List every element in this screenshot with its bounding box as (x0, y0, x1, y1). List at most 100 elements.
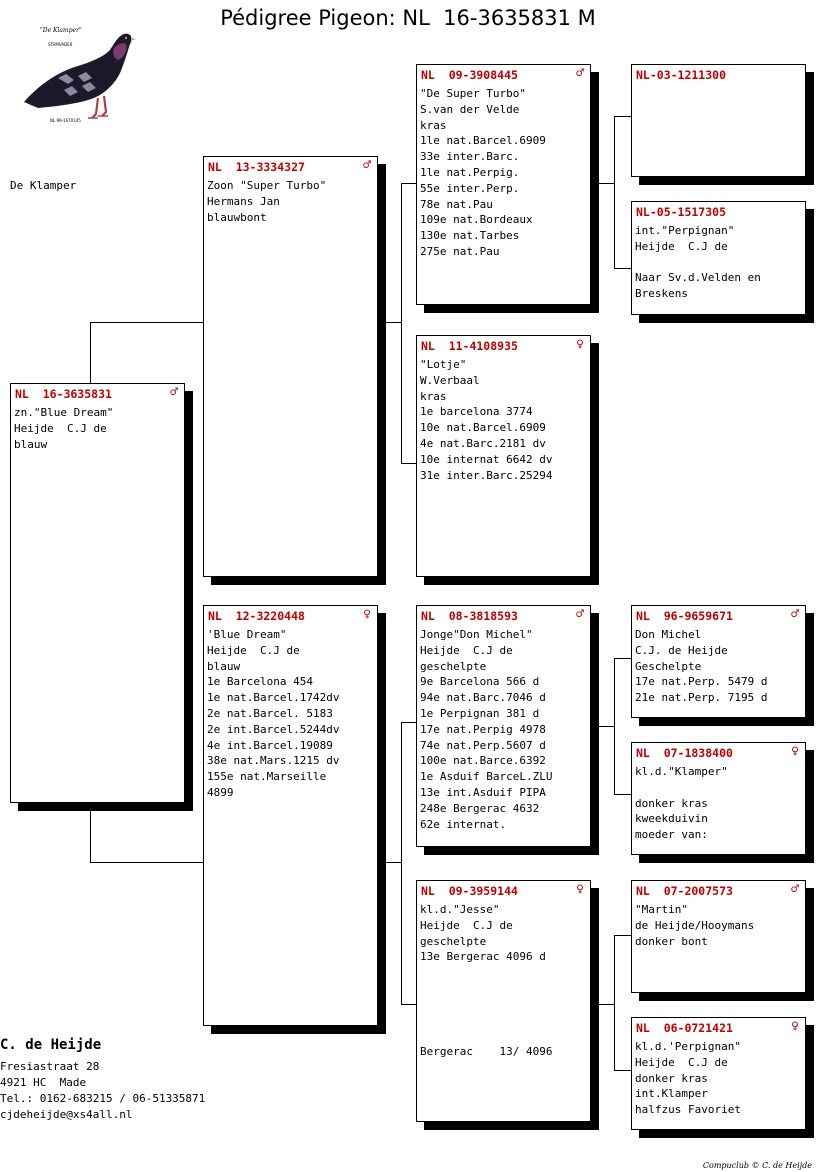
connector (401, 183, 417, 184)
detail-line (420, 965, 590, 981)
ring-number: NL 06-0721421♀ (636, 1019, 799, 1035)
detail-line: geschelpte (420, 659, 487, 673)
detail-line: blauw (207, 659, 241, 673)
detail-line: Heijde C.J de (420, 643, 513, 657)
detail-line: de Heijde/Hooymans (635, 918, 755, 932)
detail-line: 74e nat.Perp.5607 d (420, 738, 546, 752)
detail-line: 1le nat.Perpig. (420, 165, 520, 179)
detail-line: Zoon "Super Turbo" (207, 179, 327, 192)
detail-line: 155e nat.Marseille (207, 770, 327, 784)
detail-line: Hermans Jan (207, 194, 280, 208)
pedigree-card-ff[interactable]: NL 09-3908445♂"De Super Turbo"S.van der … (416, 64, 591, 305)
pigeon-details: zn."Blue Dream" Heijde C.J de blauw (11, 403, 184, 452)
male-symbol-icon: ♂ (576, 607, 584, 622)
detail-line: 38e nat.Mars.1215 dv (207, 754, 340, 768)
detail-line: Don Michel (635, 628, 702, 641)
pedigree-card-fff[interactable]: NL-03-1211300 (631, 64, 806, 177)
detail-line: W.Verbaal (420, 373, 480, 387)
pedigree-card-mmm[interactable]: NL 06-0721421♀ kl.d.'Perpignan" Heijde C.J… (631, 1017, 806, 1130)
detail-line: int.Klamper (635, 1087, 708, 1101)
detail-line: donker kras (635, 1071, 708, 1085)
pedigree-card-main[interactable]: NL 16-3635831♂zn."Blue Dream"Heijde C.J … (10, 383, 185, 803)
female-symbol-icon: ♀ (791, 744, 799, 759)
detail-line: 'Blue Dream" (207, 628, 287, 641)
ring-number: NL 12-3220448♀ (208, 607, 371, 623)
detail-line: 13e Bergerac 4096 d (420, 950, 546, 964)
ring-number: NL-05-1517305 (636, 205, 727, 219)
detail-line: "Martin" (635, 903, 688, 916)
detail-line: 275e nat.Pau (420, 244, 500, 258)
detail-line: 130e nat.Tarbes (420, 229, 520, 243)
connector (614, 116, 615, 269)
detail-line: 78e nat.Pau (420, 197, 493, 211)
detail-line (420, 1013, 590, 1029)
female-symbol-icon: ♀ (791, 1019, 799, 1034)
ring-number: NL 07-1838400♀ (636, 744, 799, 760)
connector (377, 862, 402, 863)
detail-line: 55e inter.Perp. (420, 181, 520, 195)
logo-name-text: "De Klamper" (40, 27, 82, 34)
detail-line: "De Super Turbo" (420, 87, 526, 100)
detail-line: kl.d.'Perpignan" (635, 1040, 741, 1053)
detail-line: Heijde C.J de (420, 918, 513, 932)
ring-number: NL 13-3334327♂ (208, 158, 371, 174)
detail-line: Heijde C.J de (14, 421, 107, 435)
connector (614, 1070, 632, 1071)
female-symbol-icon: ♀ (576, 882, 584, 897)
detail-line: Naar Sv.d.Velden en (635, 271, 761, 285)
detail-line: zn."Blue Dream" (14, 406, 114, 419)
pedigree-card-mf[interactable]: NL 08-3818593♂Jonge"Don Michel"Heijde C.… (416, 605, 591, 847)
footer-credit: Compuclub © C. de Heijde (702, 1161, 812, 1170)
ring-number: NL 08-3818593♂ (421, 607, 584, 623)
detail-line: 17e nat.Perp. 5479 d (635, 675, 768, 689)
owner-email: cjdeheijde@xs4all.nl (0, 1108, 133, 1121)
connector (401, 1004, 417, 1005)
detail-line: 1e barcelona 3774 (420, 405, 533, 419)
detail-line: "Lotje" (420, 358, 467, 371)
connector (614, 794, 632, 795)
pedigree-card-father[interactable]: NL 13-3334327♂ Zoon "Super Turbo" Hermans … (203, 156, 378, 577)
detail-line: kl.d."Jesse" (420, 903, 500, 916)
female-symbol-icon: ♀ (363, 607, 371, 622)
detail-line: blauw (14, 437, 48, 451)
owner-city: 4921 HC Made (0, 1076, 87, 1089)
detail-line: 1le nat.Barcel.6909 (420, 134, 546, 148)
connector (401, 183, 402, 464)
ring-number: NL 09-3959144♀ (421, 882, 584, 898)
connector (401, 722, 402, 1005)
connector (90, 322, 91, 384)
detail-line (635, 780, 805, 796)
connector (90, 802, 91, 863)
connector (590, 726, 615, 727)
detail-line: int."Perpignan" (635, 224, 735, 237)
owner-phone: Tel.: 0162-683215 / 06-51335871 (0, 1092, 206, 1105)
male-symbol-icon: ♂ (576, 66, 584, 81)
male-symbol-icon: ♂ (791, 607, 799, 622)
detail-line: donker kras (635, 796, 708, 810)
detail-line: 248e Bergerac 4632 (420, 801, 540, 815)
detail-line: 4e int.Barcel.19089 (207, 738, 333, 752)
detail-line: kras (420, 389, 447, 403)
pedigree-card-mmf[interactable]: NL 07-2007573♂"Martin"de Heijde/Hooymans… (631, 880, 806, 993)
side-label: De Klamper (10, 179, 77, 192)
detail-line: kl.d."Klamper" (635, 765, 728, 778)
detail-line: Heijde C.J de (635, 1055, 728, 1069)
connector (614, 658, 632, 659)
detail-line: 2e nat.Barcel. 5183 (207, 706, 333, 720)
detail-line: 62e internat. (420, 817, 507, 831)
detail-line: C.J. de Heijde (635, 643, 728, 657)
connector (614, 658, 615, 795)
detail-line: Bergerac 13/ 4096 (420, 1045, 553, 1059)
detail-line: Breskens (635, 287, 688, 301)
connector (590, 1004, 615, 1005)
